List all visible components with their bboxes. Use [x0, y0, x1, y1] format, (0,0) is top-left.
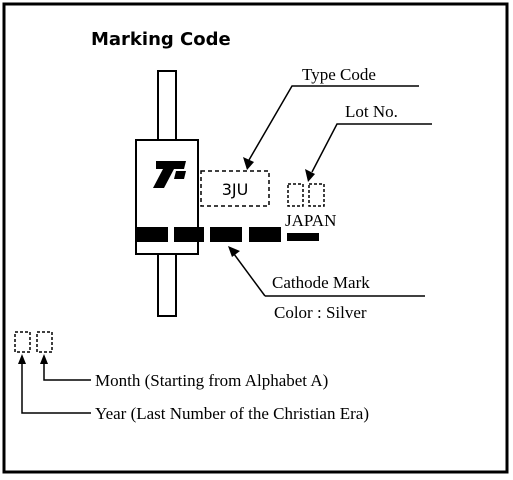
month-leader: [43, 358, 91, 381]
lot-no-leader: [311, 123, 432, 173]
lot-box-1: [287, 183, 304, 207]
type-code-value: 3JU: [222, 180, 249, 199]
year-arrowhead: [18, 354, 26, 364]
cathode-arrowhead: [228, 246, 240, 257]
month-box: [36, 331, 53, 353]
cathode-band: [136, 227, 319, 242]
manufacturer-logo-icon: [153, 161, 186, 188]
lot-box-2: [308, 183, 325, 207]
lot-no-arrowhead: [305, 169, 315, 182]
lot-no-label: Lot No.: [345, 102, 398, 121]
type-code-arrowhead: [243, 157, 254, 170]
outer-frame: [2, 2, 509, 474]
year-leader: [21, 358, 91, 414]
year-box: [14, 331, 31, 353]
type-code-leader: [248, 85, 419, 161]
color-label: Color : Silver: [274, 303, 367, 322]
year-label: Year (Last Number of the Christian Era): [95, 404, 369, 423]
month-label: Month (Starting from Alphabet A): [95, 371, 328, 390]
month-arrowhead: [40, 354, 48, 364]
cathode-mark-label: Cathode Mark: [272, 273, 370, 292]
cathode-leader: [233, 253, 266, 297]
diagram-title: Marking Code: [91, 29, 231, 50]
country-label: JAPAN: [285, 211, 336, 230]
type-code-label: Type Code: [302, 65, 376, 84]
type-code-box: [200, 170, 270, 207]
